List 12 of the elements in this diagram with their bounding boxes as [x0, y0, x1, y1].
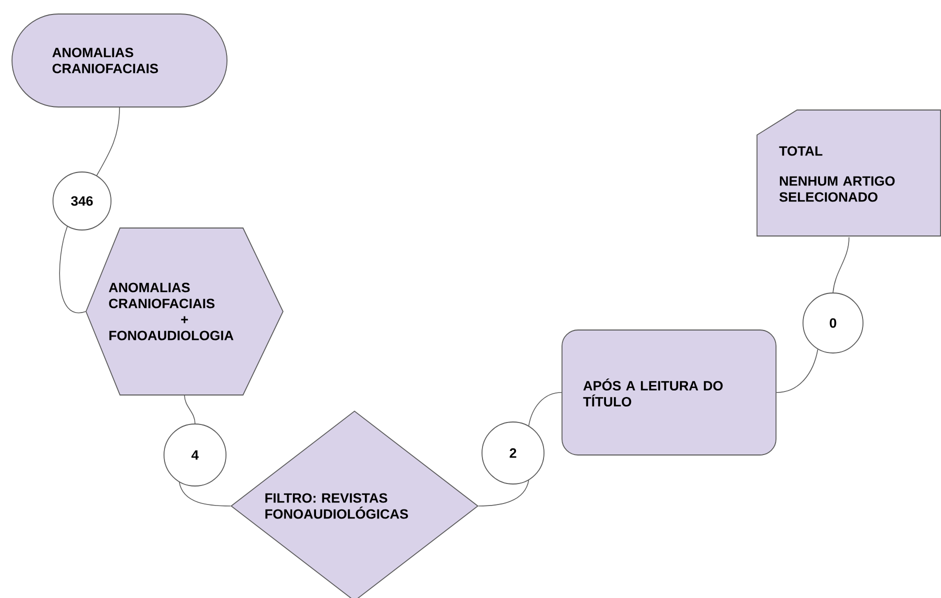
- connector: [478, 480, 530, 506]
- hexagon: ANOMALIAS CRANIOFACIAIS + FONOAUDIOLOGIA: [86, 228, 284, 396]
- connector: [832, 236, 850, 293]
- connector: [59, 226, 86, 314]
- connector: [528, 392, 562, 426]
- process-box: APÓS A LEITURA DO TÍTULO: [562, 330, 776, 456]
- result-box: TOTAL NENHUM ARTIGO SELECIONADO: [756, 110, 941, 236]
- connector: [776, 348, 818, 393]
- terminal-box: ANOMALIAS CRANIOFACIAIS: [12, 14, 228, 108]
- connector: [96, 107, 120, 176]
- connector: [184, 394, 196, 424]
- connector: [178, 482, 231, 506]
